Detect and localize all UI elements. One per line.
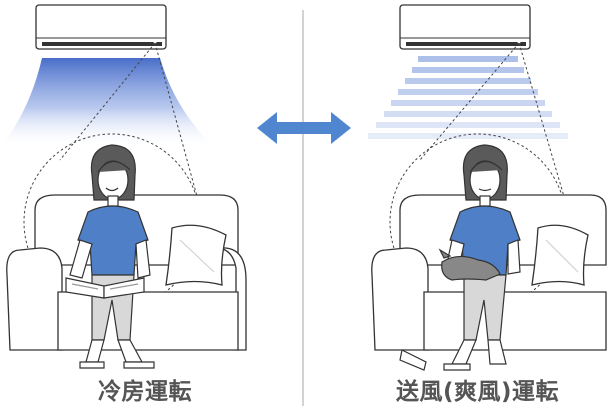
cooling-mode-label: 冷房運転 <box>98 379 192 405</box>
cushion <box>165 224 227 286</box>
cushion <box>531 224 589 286</box>
fan-breeze-mode-label: 送風(爽風)運転 <box>395 379 560 405</box>
woman-reading <box>65 144 155 369</box>
air-conditioner-icon <box>399 4 531 50</box>
double-arrow-icon <box>257 112 351 144</box>
left-panel <box>0 4 247 369</box>
right-panel <box>368 4 607 371</box>
air-conditioner-icon <box>35 4 167 50</box>
fan-breeze-flow <box>368 56 568 139</box>
woman-with-dog <box>399 144 521 371</box>
cool-air-flow <box>0 58 215 148</box>
